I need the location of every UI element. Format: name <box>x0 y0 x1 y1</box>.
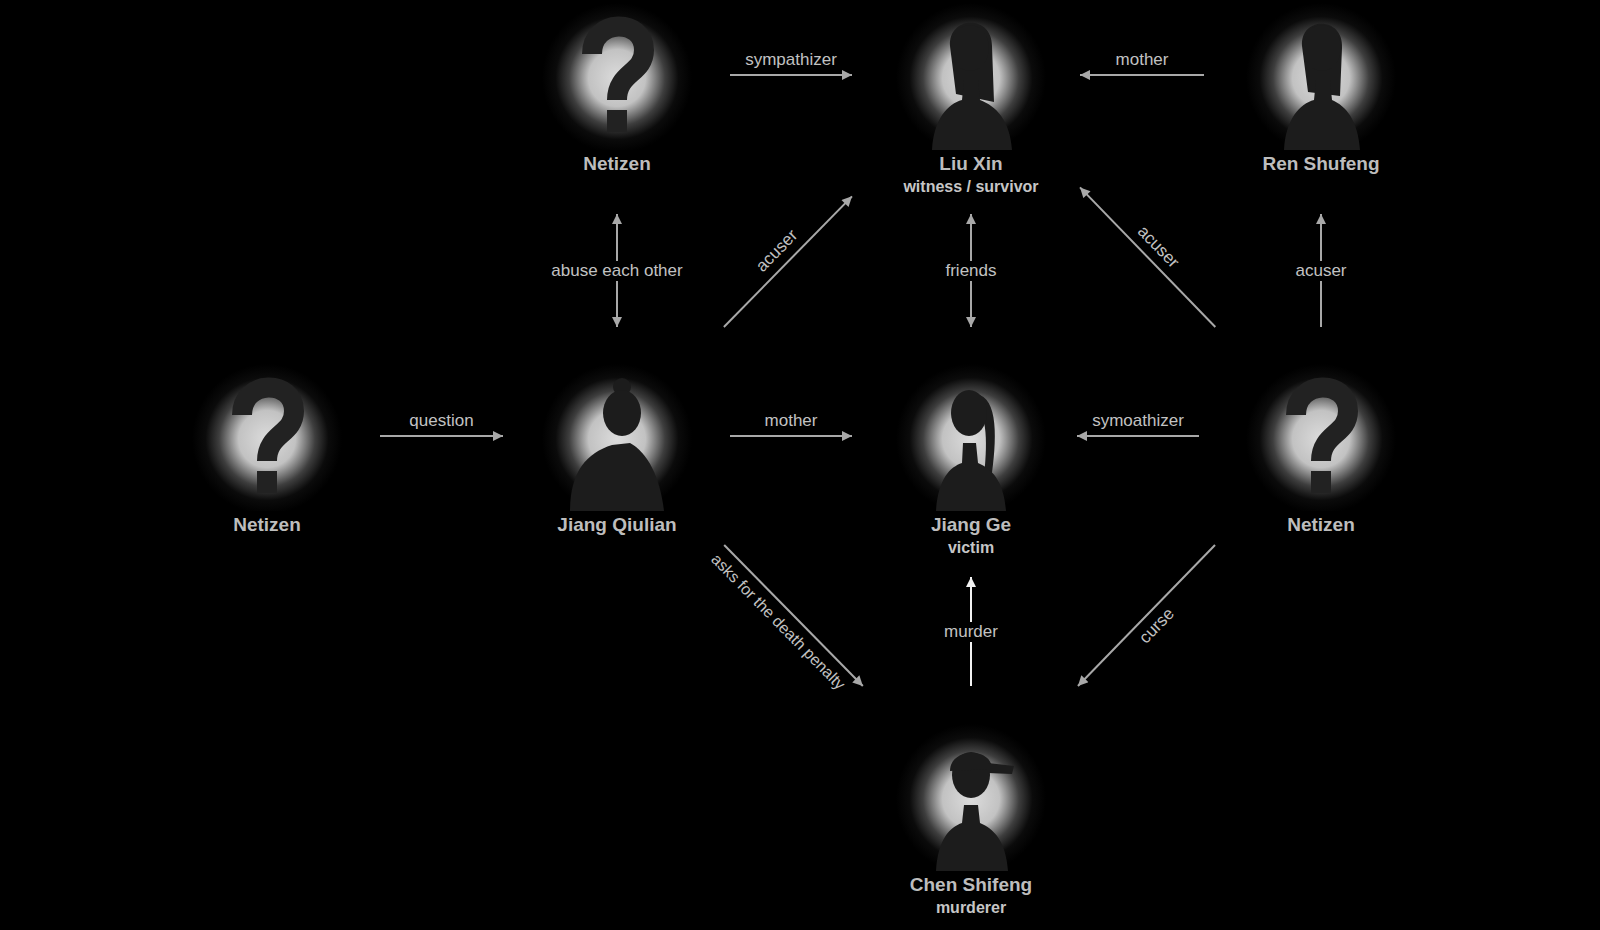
portrait-glow <box>1246 361 1396 511</box>
person-role: victim <box>896 538 1046 558</box>
person-name: Netizen <box>542 153 692 175</box>
netizen-node: Netizen <box>162 331 380 556</box>
question-dot <box>257 471 277 493</box>
portrait-glow <box>542 0 692 150</box>
person-portrait <box>542 361 692 511</box>
person-role: murderer <box>896 898 1046 918</box>
question-mark <box>1296 387 1348 461</box>
person-node: Jiang Qiulian <box>503 327 730 545</box>
person-node: Ren Shufeng <box>1204 0 1426 214</box>
person-node: Chen Shifengmurderer <box>856 686 1086 918</box>
relation-arrow <box>1080 187 1215 327</box>
body-silhouette <box>932 80 1012 150</box>
relation-label: question <box>405 411 477 431</box>
netizen-node: Netizen <box>1199 327 1426 545</box>
netizen-portrait <box>542 0 692 150</box>
portrait-glow <box>192 361 342 511</box>
person-role: witness / survivor <box>896 177 1046 197</box>
person-portrait <box>896 361 1046 511</box>
person-portrait <box>896 0 1046 150</box>
person-name: Ren Shufeng <box>1246 153 1396 175</box>
netizen-portrait <box>192 361 342 511</box>
relation-label: symoathizer <box>1088 411 1188 431</box>
relation-label: acuser <box>1131 219 1186 275</box>
person-name: Jiang Qiulian <box>542 514 692 536</box>
portrait-glow <box>896 361 1046 511</box>
netizen-node: Netizen <box>502 0 730 214</box>
relation-label: mother <box>1112 50 1173 70</box>
portrait-glow <box>896 0 1046 150</box>
relation-label: curse <box>1133 601 1182 650</box>
body-silhouette <box>570 443 664 511</box>
relation-label: mother <box>761 411 822 431</box>
head-silhouette <box>951 390 987 436</box>
person-node: Jiang Gevictim <box>852 327 1077 577</box>
portrait-slot <box>896 0 1046 150</box>
body-silhouette <box>1284 80 1360 150</box>
relation-arrow <box>724 196 852 327</box>
head-silhouette <box>1303 25 1341 71</box>
question-dot <box>1311 471 1331 493</box>
relation-arrow <box>1077 435 1199 437</box>
portrait-slot <box>1246 0 1396 150</box>
relation-arrow <box>380 435 503 437</box>
body-silhouette <box>936 805 1008 871</box>
relation-label: sympathizer <box>741 50 841 70</box>
relation-label: acuser <box>1291 261 1350 281</box>
person-name: Liu Xin <box>896 153 1046 175</box>
relation-arrow <box>730 74 852 76</box>
portrait-glow <box>1246 0 1396 150</box>
cap-brim <box>988 763 1014 774</box>
relation-label: murder <box>940 622 1002 642</box>
portrait-slot <box>192 361 342 511</box>
portrait-glow <box>896 721 1046 871</box>
question-mark <box>592 26 644 100</box>
portrait-slot <box>542 0 692 150</box>
question-mark <box>242 387 294 461</box>
portrait-slot <box>542 361 692 511</box>
netizen-portrait <box>1246 361 1396 511</box>
head-silhouette <box>951 25 989 71</box>
person-node: Liu Xinwitness / survivor <box>852 0 1080 214</box>
question-dot <box>607 110 627 132</box>
body-silhouette <box>936 443 1006 511</box>
person-portrait <box>1246 0 1396 150</box>
relation-arrow <box>1078 545 1215 686</box>
portrait-slot <box>1246 361 1396 511</box>
head-silhouette <box>603 390 641 436</box>
relation-label: friends <box>941 261 1000 281</box>
person-name: Chen Shifeng <box>896 874 1046 896</box>
portrait-slot <box>896 361 1046 511</box>
relation-label: asks for the death penalty <box>704 547 852 697</box>
person-name: Netizen <box>192 514 342 536</box>
relation-arrow <box>730 435 852 437</box>
relation-arrow <box>724 545 863 686</box>
person-name: Netizen <box>1246 514 1396 536</box>
person-name: Jiang Ge <box>896 514 1046 536</box>
portrait-glow <box>542 361 692 511</box>
person-portrait <box>896 721 1046 871</box>
portrait-slot <box>896 721 1046 871</box>
relation-label: acuser <box>749 223 805 279</box>
relation-label: abuse each other <box>547 261 686 281</box>
relation-arrow <box>1080 74 1204 76</box>
cap-crown <box>950 753 992 771</box>
